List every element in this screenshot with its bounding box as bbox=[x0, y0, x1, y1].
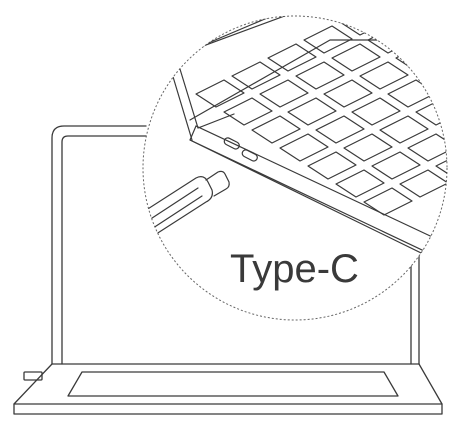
laptop-base bbox=[14, 364, 442, 404]
keyboard-key bbox=[376, 0, 424, 17]
keyboard-key bbox=[424, 62, 455, 89]
laptop-screen bbox=[62, 136, 150, 364]
side-plug bbox=[24, 372, 42, 380]
port-label: Type-C bbox=[230, 247, 359, 291]
keyboard-key bbox=[432, 26, 455, 53]
keyboard-key bbox=[444, 116, 455, 143]
laptop-touchpad bbox=[68, 372, 398, 396]
keyboard-key bbox=[404, 8, 452, 35]
laptop-lid bbox=[52, 126, 146, 364]
keyboard-key bbox=[440, 0, 455, 17]
